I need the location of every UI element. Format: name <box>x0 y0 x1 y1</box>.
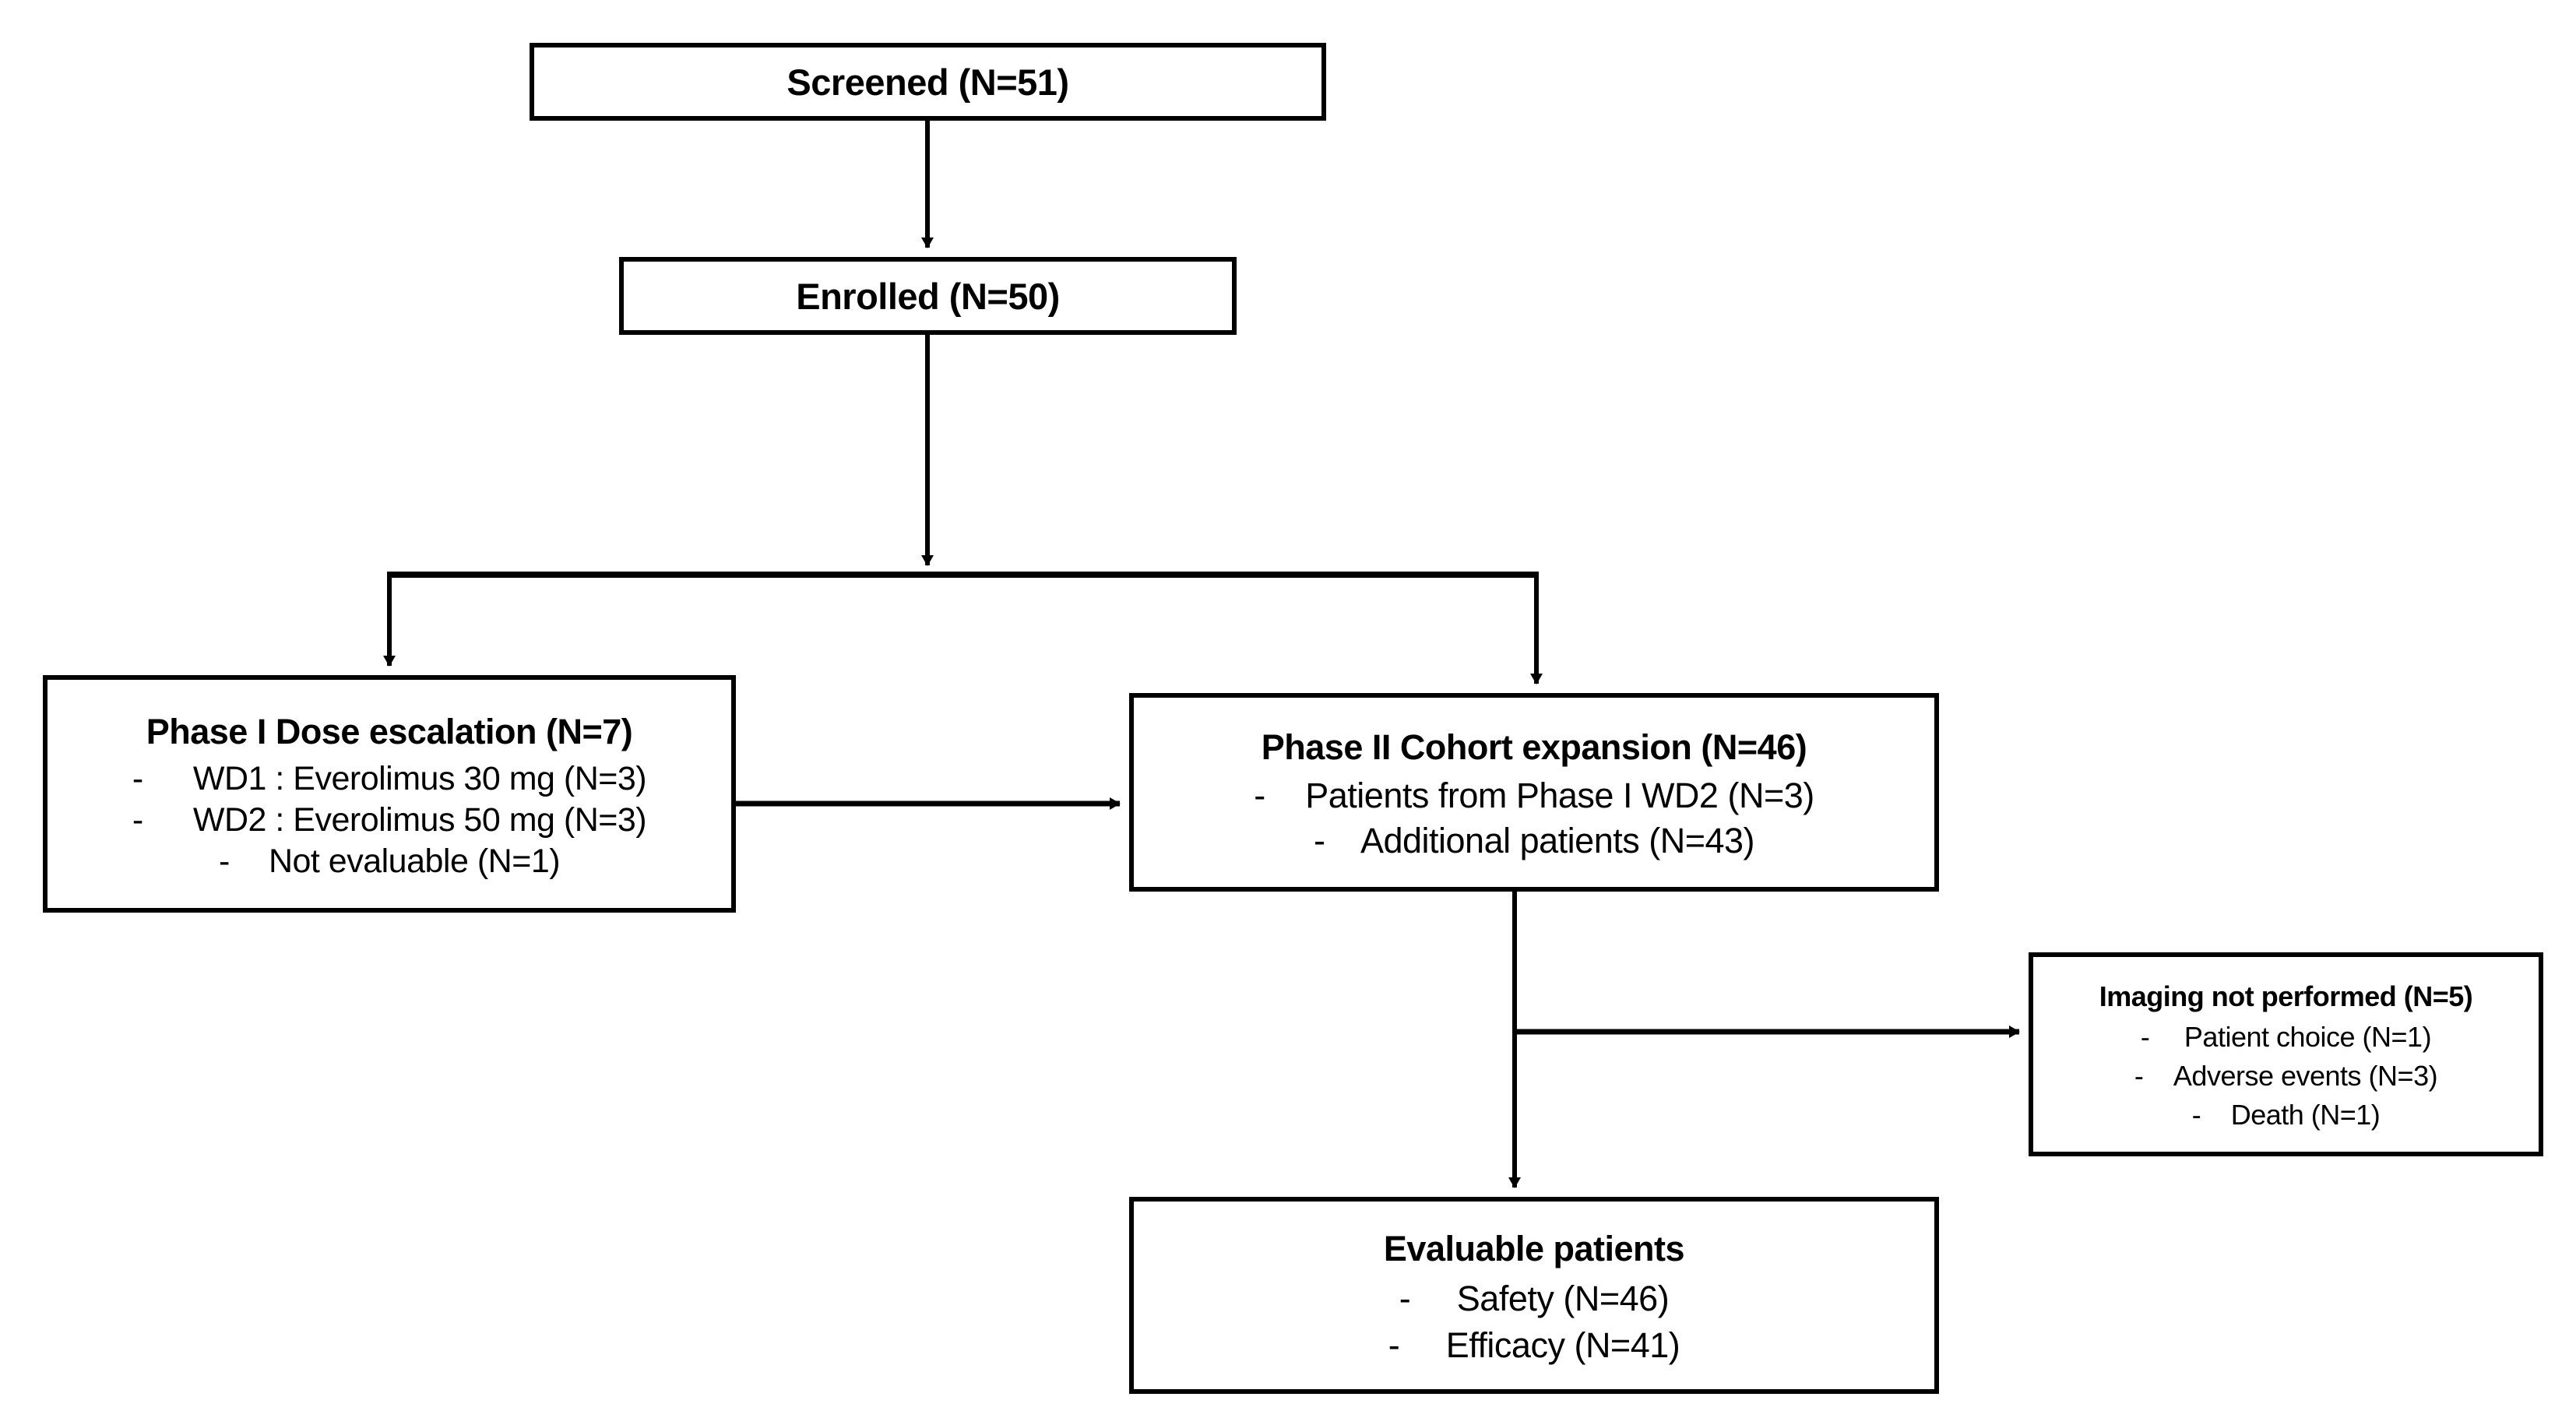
node-enrolled-title: Enrolled (N=50) <box>796 275 1060 317</box>
list-item-label: Adverse events (N=3) <box>2173 1060 2438 1092</box>
list-item: - WD1 : Everolimus 30 mg (N=3) <box>132 760 647 798</box>
list-item-label: Additional patients (N=43) <box>1360 820 1755 860</box>
node-enrolled[interactable]: Enrolled (N=50) <box>619 257 1237 335</box>
list-item-label: WD2 : Everolimus 50 mg (N=3) <box>192 801 647 839</box>
node-phase2-title: Phase II Cohort expansion (N=46) <box>1261 727 1807 767</box>
edge-enrolled-split <box>387 335 1539 578</box>
node-screened[interactable]: Screened (N=51) <box>530 43 1326 121</box>
list-item-label: Death (N=1) <box>2230 1099 2381 1131</box>
list-item: - Efficacy (N=41) <box>1388 1325 1680 1366</box>
bullet-marker: - <box>1399 1278 1411 1318</box>
list-item-label: Patients from Phase I WD2 (N=3) <box>1305 775 1814 815</box>
node-evaluable-patients[interactable]: Evaluable patients - Safety (N=46) - Eff… <box>1129 1197 1939 1394</box>
bullet-marker: - <box>2191 1099 2201 1131</box>
bullet-marker: - <box>2134 1060 2144 1092</box>
node-screened-title: Screened (N=51) <box>787 61 1069 103</box>
bullet-marker: - <box>1388 1325 1400 1365</box>
bullet-marker: - <box>1313 820 1325 860</box>
list-item-label: Safety (N=46) <box>1456 1278 1670 1318</box>
list-item: - Death (N=1) <box>2192 1099 2381 1131</box>
node-imaging-not-performed[interactable]: Imaging not performed (N=5) - Patient ch… <box>2029 952 2543 1156</box>
bullet-marker: - <box>2140 1021 2150 1053</box>
list-item: - Not evaluable (N=1) <box>218 843 561 881</box>
list-item-label: Not evaluable (N=1) <box>268 843 561 880</box>
bullet-marker: - <box>218 843 230 880</box>
list-item-label: Patient choice (N=1) <box>2184 1021 2432 1053</box>
bullet-marker: - <box>1254 775 1265 815</box>
node-imaging-title: Imaging not performed (N=5) <box>2099 980 2473 1012</box>
list-item: - Safety (N=46) <box>1399 1278 1670 1319</box>
node-evaluable-title: Evaluable patients <box>1383 1228 1685 1268</box>
node-phase1-title: Phase I Dose escalation (N=7) <box>146 712 633 751</box>
bullet-marker: - <box>132 760 143 797</box>
list-item-label: Efficacy (N=41) <box>1445 1325 1680 1365</box>
node-phase2-cohort-expansion[interactable]: Phase II Cohort expansion (N=46) - Patie… <box>1129 693 1939 892</box>
node-phase1-dose-escalation[interactable]: Phase I Dose escalation (N=7) - WD1 : Ev… <box>43 675 736 913</box>
bullet-marker: - <box>132 801 143 839</box>
list-item: - Adverse events (N=3) <box>2134 1060 2438 1092</box>
list-item: - Patients from Phase I WD2 (N=3) <box>1254 776 1814 816</box>
list-item: - Patient choice (N=1) <box>2140 1021 2432 1054</box>
list-item: - Additional patients (N=43) <box>1313 820 1755 861</box>
list-item: - WD2 : Everolimus 50 mg (N=3) <box>132 801 647 839</box>
list-item-label: WD1 : Everolimus 30 mg (N=3) <box>192 760 647 797</box>
